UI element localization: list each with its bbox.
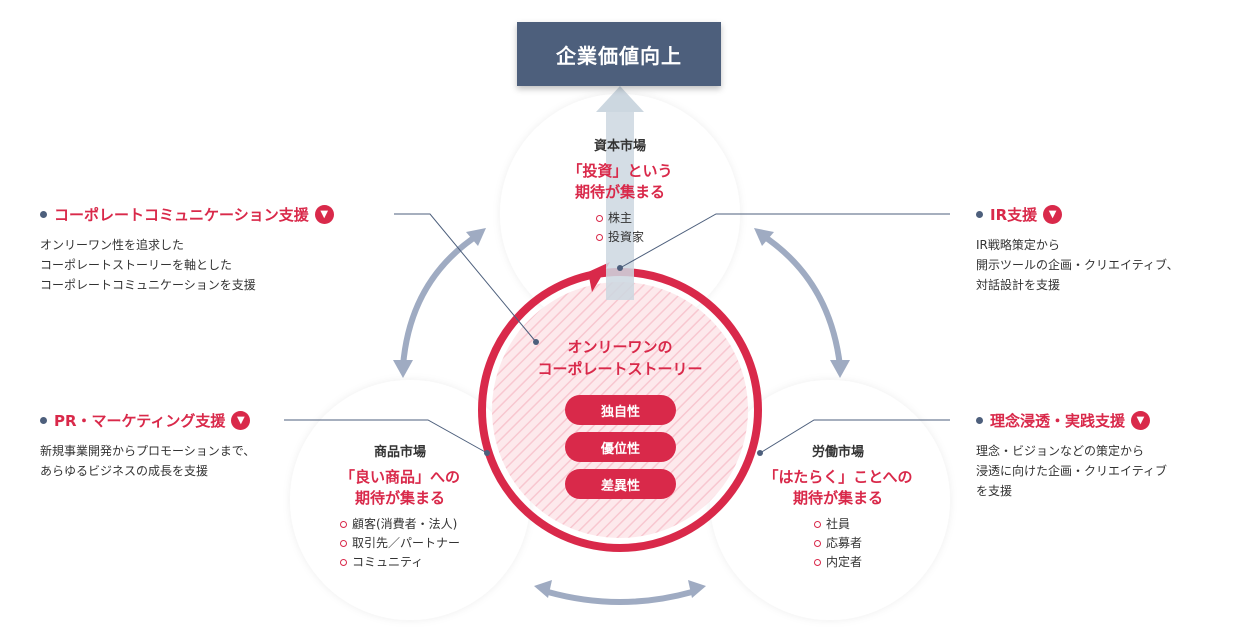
arrow-left-curve [400,232,481,369]
service-corporate-header[interactable]: コーポレートコミュニケーション支援 ▼ [40,204,390,225]
service-philosophy-desc: 理念・ビジョンなどの策定から 浸透に向けた企画・クリエイティブ を支援 [976,444,1168,498]
service-philosophy-header[interactable]: 理念浸透・実践支援 ▼ [976,410,1226,431]
connector-dot-ir [617,265,623,271]
list-item: 社員 [813,515,862,534]
list-item: 内定者 [813,553,862,572]
service-ir-desc: IR戦略策定から 開示ツールの企画・クリエイティブ、 対話設計を支援 [976,238,1179,292]
service-philosophy: 理念浸透・実践支援 ▼ 理念・ビジョンなどの策定から 浸透に向けた企画・クリエイ… [976,410,1226,501]
list-item: コミュニティ [339,553,460,572]
chevron-down-icon[interactable]: ▼ [1043,205,1063,224]
service-corporate: コーポレートコミュニケーション支援 ▼ オンリーワン性を追求した コーポレートス… [40,204,390,295]
arrowhead-bottom-left [534,580,552,598]
capital-market-headline: 「投資」という 期待が集まる [567,162,673,201]
service-pr-title: PR・マーケティング支援 [54,412,226,430]
service-pr-desc: 新規事業開発からプロモーションまで、 あらゆるビジネスの成長を支援 [40,444,256,478]
core-title: オンリーワンの コーポレートストーリー [537,338,703,378]
service-ir-title: IR支援 [990,206,1038,224]
service-ir-header[interactable]: IR支援 ▼ [976,204,1226,225]
goal-label: 企業価値向上 [556,43,682,68]
chevron-down-icon[interactable]: ▼ [231,411,251,430]
chevron-down-icon[interactable]: ▼ [1131,411,1151,430]
goal-box: 企業価値向上 [517,22,721,86]
list-item: 投資家 [595,228,644,247]
connector-dot-pr [484,450,490,456]
product-market-list: 顧客(消費者・法人) 取引先／パートナー コミュニティ [339,515,460,572]
labor-market-circle [710,380,950,620]
connector-corporate [394,213,537,343]
connector-dot-philosophy [757,450,763,456]
pill-difference: 差異性 [565,469,676,499]
service-ir: IR支援 ▼ IR戦略策定から 開示ツールの企画・クリエイティブ、 対話設計を支… [976,204,1226,295]
bullet-dot [40,417,47,424]
capital-market-list: 株主 投資家 [595,209,644,247]
product-market: 商品市場 「良い商品」への 期待が集まる 顧客(消費者・法人) 取引先／パートナ… [300,441,500,572]
arrowhead-left-top [466,228,486,246]
pill-superiority: 優位性 [565,432,676,462]
capital-market: 資本市場 「投資」という 期待が集まる 株主 投資家 [520,135,720,247]
service-corporate-title: コーポレートコミュニケーション支援 [54,206,309,224]
labor-market-name: 労働市場 [811,445,864,460]
arrowhead-left-bottom [393,360,413,378]
service-pr-header[interactable]: PR・マーケティング支援 ▼ [40,410,390,431]
product-market-headline: 「良い商品」への 期待が集まる [339,468,460,507]
arrow-right-curve [759,232,843,369]
service-corporate-desc: オンリーワン性を追求した コーポレートストーリーを軸とした コーポレートコミュニ… [40,238,256,292]
bullet-dot [976,211,983,218]
list-item: 取引先／パートナー [339,534,460,553]
bullet-dot [40,211,47,218]
core-ring-arrowhead [588,262,610,292]
labor-market: 労働市場 「はたらく」ことへの 期待が集まる 社員 応募者 内定者 [738,441,938,572]
pill-uniqueness: 独自性 [565,395,676,425]
list-item: 応募者 [813,534,862,553]
service-philosophy-title: 理念浸透・実践支援 [990,412,1126,430]
chevron-down-icon[interactable]: ▼ [314,205,334,224]
arrow-bottom-curve [545,589,695,605]
connector-philosophy [759,419,950,454]
product-market-circle [290,380,530,620]
connector-pr [284,419,488,454]
labor-market-headline: 「はたらく」ことへの 期待が集まる [763,468,913,507]
list-item: 株主 [595,209,644,228]
connector-ir [619,213,950,269]
connector-dot-corporate [533,339,539,345]
arrowhead-right-bottom [830,360,850,378]
product-market-name: 商品市場 [373,445,426,460]
labor-market-list: 社員 応募者 内定者 [813,515,862,572]
list-item: 顧客(消費者・法人) [339,515,460,534]
bullet-dot [976,417,983,424]
capital-market-name: 資本市場 [593,139,646,154]
arrowhead-right-top [754,228,774,246]
service-pr: PR・マーケティング支援 ▼ 新規事業開発からプロモーションまで、 あらゆるビジ… [40,410,390,481]
arrowhead-bottom-right [688,580,706,598]
